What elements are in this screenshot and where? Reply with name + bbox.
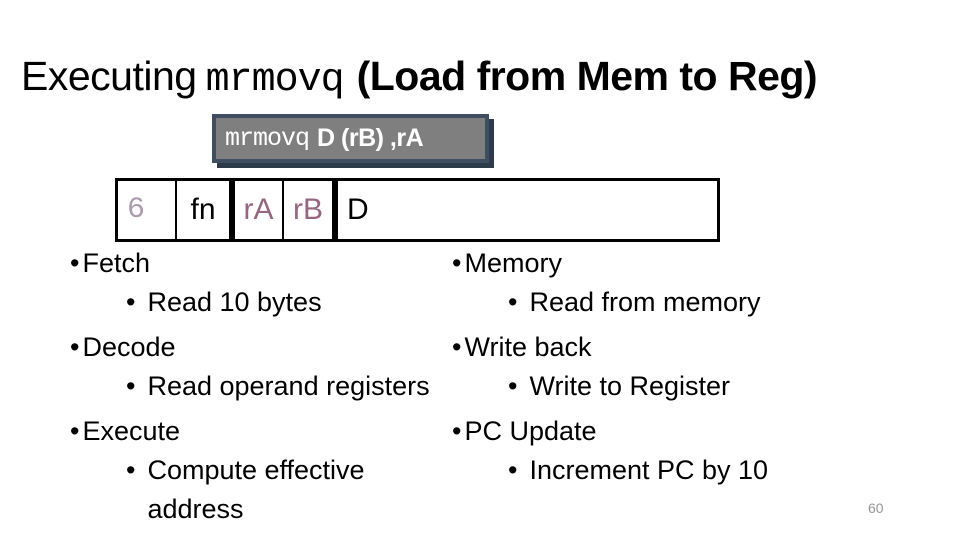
encoding-cell-rb: rB [282,181,332,239]
list-item: •Execute [70,412,450,451]
bullet-icon: • [70,332,80,362]
list-item: •Fetch [70,244,450,283]
syntax-operands: D (rB) ,rA [317,124,424,152]
bullet-text: Decode [82,332,176,362]
list-item: •Memory [452,244,852,283]
bullet-icon: • [126,287,136,317]
encoding-cell-opcode: 6 [127,193,146,227]
bullet-icon: • [452,416,462,446]
bullet-icon: • [452,332,462,362]
bullet-text: Write back [464,332,592,362]
list-item: • Read operand registers [70,367,450,406]
bullet-text: Compute effective address [147,455,365,524]
bullet-icon: • [508,287,518,317]
list-item: •PC Update [452,412,852,451]
bullet-icon: • [70,248,80,278]
bullet-text: Write to Register [529,371,731,401]
bullet-text: Read operand registers [147,371,430,401]
list-item: •Decode [70,328,450,367]
bullet-text: Execute [82,416,181,446]
bullet-text: Read from memory [529,287,761,317]
encoding-cell-ra: rA [243,193,274,226]
list-item: • Compute effective address [70,451,450,529]
bullet-icon: • [70,416,80,446]
syntax-code: mrmovq [225,124,310,153]
title-instruction-code: mrmovq [205,58,345,103]
bullet-icon: • [508,371,518,401]
stage-list-left: •Fetch•Read 10 bytes•Decode•Read operand… [70,244,450,529]
bullet-text: Memory [464,248,562,278]
title-prefix: Executing [21,53,197,99]
bullet-text: Read 10 bytes [147,287,322,317]
bullet-icon: • [452,248,462,278]
bullet-text: PC Update [464,416,597,446]
list-item: •Write back [452,328,852,367]
bullet-icon: • [126,455,136,485]
stage-list-right: •Memory•Read from memory•Write back•Writ… [452,244,852,490]
encoding-displacement-group: D [335,178,720,242]
encoding-register-group: rA rB [232,178,335,242]
instruction-encoding-diagram: 6 fn rA rB D [115,178,720,242]
list-item: • Increment PC by 10 [452,451,852,490]
bullet-text: Increment PC by 10 [529,455,769,485]
encoding-cell-displacement: D [347,193,369,226]
list-item: • Read 10 bytes [70,283,450,322]
bullet-icon: • [126,371,136,401]
title-emphasis: (Load from Mem to Reg) [356,53,818,99]
list-item: • Read from memory [452,283,852,322]
list-item: • Write to Register [452,367,852,406]
page-number: 60 [868,500,884,516]
bullet-text: Fetch [82,248,150,278]
encoding-cell-fn: fn [175,181,229,239]
encoding-opcode-group: 6 fn [115,178,232,242]
instruction-syntax-box: mrmovq D (rB) ,rA [212,114,489,163]
bullet-icon: • [508,455,518,485]
